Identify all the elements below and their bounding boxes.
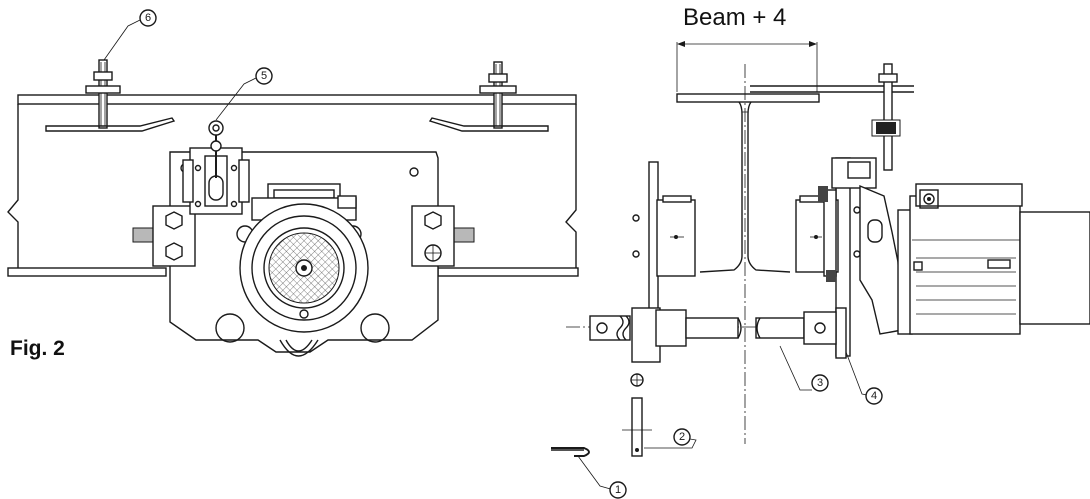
- wheel-block-left: [132, 205, 196, 267]
- spring-clip: [551, 447, 590, 457]
- lock-pin: [622, 373, 652, 457]
- side-view: 6 5 3 4 2 1: [103, 9, 1090, 499]
- svg-text:6: 6: [145, 12, 151, 24]
- svg-text:3: 3: [817, 377, 823, 389]
- top-bolt-left: [85, 59, 121, 129]
- callout-3: 3: [811, 374, 829, 392]
- leader-4: [845, 351, 873, 397]
- ibeam-top-flange: [676, 93, 820, 103]
- callout-4: 4: [865, 387, 883, 405]
- leader-5: [215, 77, 257, 121]
- switch-roller: [208, 120, 224, 136]
- beam-bottom-flange-left: [7, 267, 167, 277]
- ibeam-web-left: [699, 101, 743, 273]
- side-plate-right: [795, 157, 861, 359]
- motor-body: [909, 195, 1021, 335]
- break-line-right: [565, 104, 577, 268]
- callout-2: 2: [673, 428, 691, 446]
- guide-wing-left: [45, 117, 176, 132]
- beam-top-flange: [17, 94, 577, 105]
- motor-front: [236, 183, 369, 333]
- front-view: [7, 59, 579, 357]
- guide-wing-right: [428, 117, 549, 132]
- callout-1: 1: [609, 481, 627, 499]
- svg-text:5: 5: [261, 70, 267, 82]
- callout-6: 6: [139, 9, 157, 27]
- plate-hole-left: [215, 313, 245, 343]
- beam-bottom-flange-right: [437, 267, 579, 277]
- leader-1: [577, 455, 615, 491]
- top-bolt-side: [750, 63, 914, 171]
- ibeam-web-right: [747, 101, 791, 273]
- limit-switch: [182, 120, 250, 215]
- dimension-beam-width: [676, 41, 818, 92]
- motor-side: [831, 157, 1090, 335]
- callout-5: 5: [255, 67, 273, 85]
- figure-label: Fig. 2: [10, 337, 65, 360]
- svg-text:4: 4: [871, 390, 877, 402]
- svg-text:2: 2: [679, 431, 685, 443]
- svg-text:1: 1: [615, 484, 621, 496]
- motor-fan-cover: [1019, 211, 1090, 325]
- leader-3: [779, 345, 812, 391]
- top-bolt-right: [479, 61, 517, 129]
- leader-6: [103, 19, 141, 61]
- side-plate-left: [631, 161, 696, 363]
- dimension-text: Beam + 4: [683, 4, 787, 31]
- break-line-left: [7, 104, 19, 268]
- axle: [589, 309, 837, 347]
- plate-hole-right: [360, 313, 390, 343]
- wheel-block-right: [411, 205, 475, 267]
